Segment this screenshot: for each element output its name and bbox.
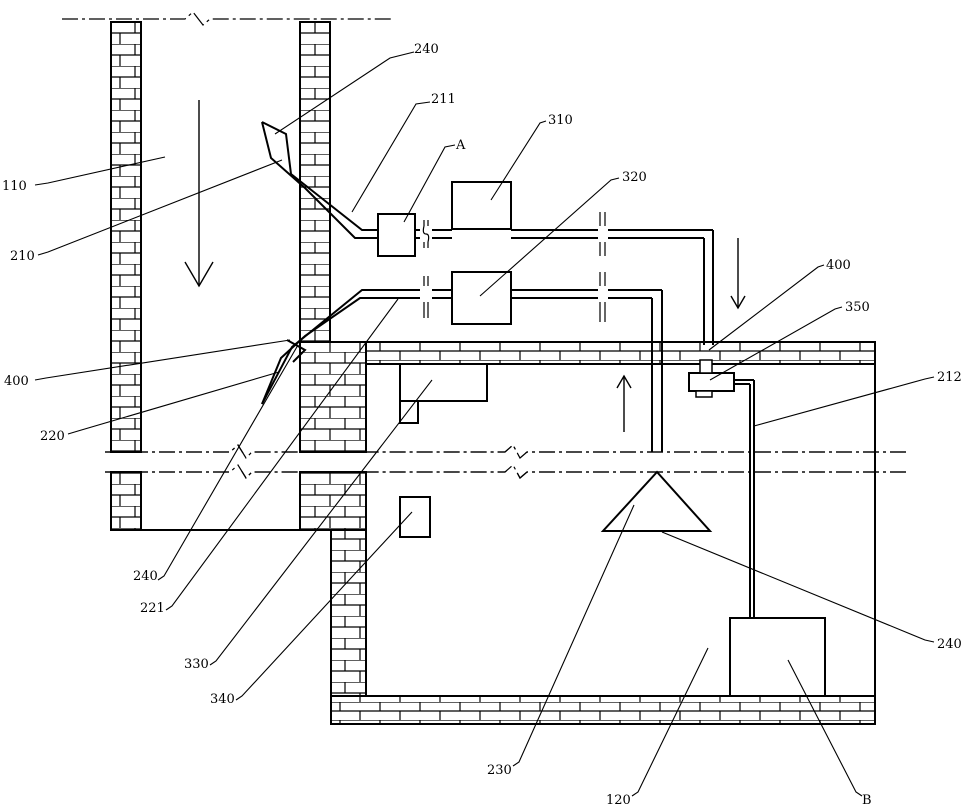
label-A: A (455, 138, 466, 153)
label-330: 330 (184, 657, 209, 672)
label-110: 110 (2, 179, 27, 194)
break-lines (62, 12, 910, 478)
device-350 (689, 373, 734, 391)
label-400-left: 400 (4, 374, 29, 389)
label-340: 340 (210, 692, 235, 707)
label-B: B (862, 793, 872, 808)
label-120: 120 (606, 793, 631, 808)
device-B (730, 618, 825, 696)
label-211: 211 (431, 92, 456, 107)
device-340 (400, 497, 430, 537)
device-A (378, 214, 415, 256)
label-220: 220 (40, 429, 65, 444)
device-310 (452, 182, 511, 229)
tube-212 (734, 380, 754, 618)
label-230: 230 (487, 763, 512, 778)
upper-duct-breaks (423, 212, 605, 256)
label-210: 210 (10, 249, 35, 264)
label-400-top: 400 (826, 258, 851, 273)
shaft-left-wall (111, 22, 141, 530)
hood-230 (603, 472, 710, 531)
shaft-right-wall (300, 22, 330, 530)
device-330 (400, 364, 487, 401)
label-221: 221 (140, 601, 165, 616)
label-310: 310 (548, 113, 573, 128)
label-240-right: 240 (937, 637, 962, 652)
label-240-top: 240 (414, 42, 439, 57)
label-350: 350 (845, 300, 870, 315)
label-320: 320 (622, 170, 647, 185)
label-240-lower-left: 240 (133, 569, 158, 584)
label-212: 212 (937, 370, 962, 385)
device-320 (452, 272, 511, 324)
